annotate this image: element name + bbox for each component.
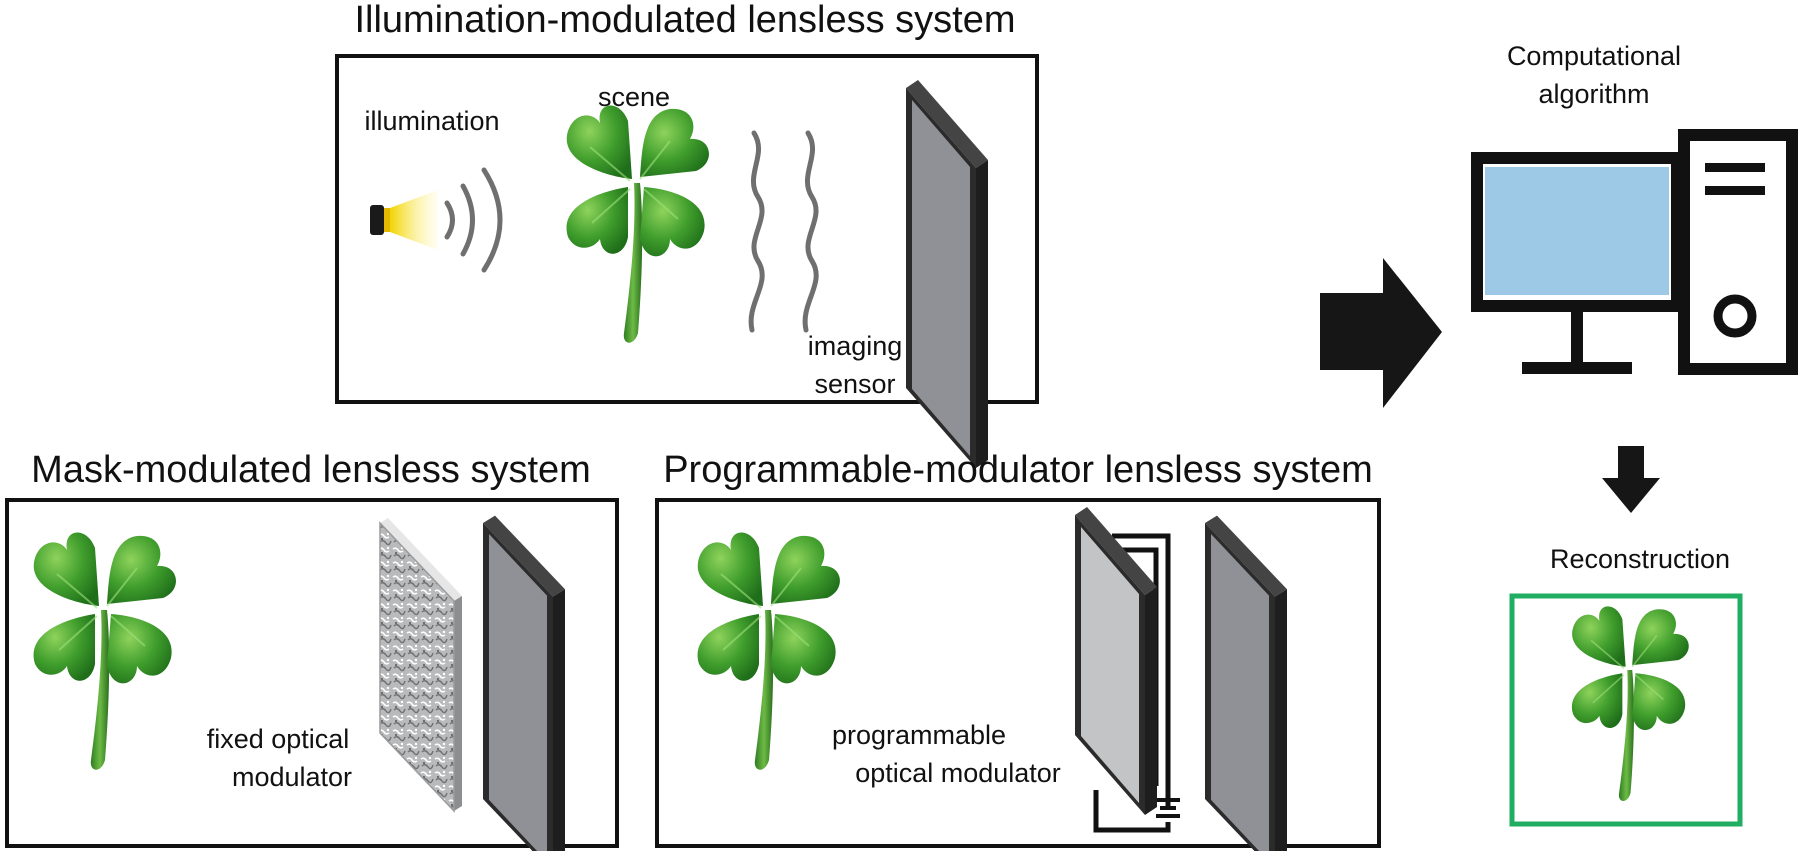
mask-system-panel: Mask-modulated lensless system fixed opt… [5, 449, 619, 851]
block-arrow-icon [1320, 258, 1442, 408]
flashlight-icon [370, 190, 438, 250]
programmable-modulator-label-2: optical modulator [855, 758, 1061, 788]
illumination-system-title: Illumination-modulated lensless system [354, 0, 1015, 41]
four-leaf-clover-icon [565, 104, 710, 344]
fixed-modulator-label-2: modulator [232, 762, 352, 792]
imaging-sensor-icon [483, 515, 565, 851]
computational-algorithm-label-2: algorithm [1538, 79, 1649, 109]
imaging-sensor-icon [1205, 515, 1287, 851]
imaging-sensor-label-1: imaging [808, 331, 903, 361]
programmable-optical-modulator-icon [1075, 507, 1157, 815]
computational-algorithm-label-1: Computational [1507, 41, 1681, 71]
mask-system-title: Mask-modulated lensless system [31, 449, 591, 491]
four-leaf-clover-icon [32, 531, 177, 771]
programmable-system-frame [655, 498, 1381, 848]
desktop-computer-icon [1471, 129, 1798, 375]
four-leaf-clover-icon [696, 531, 841, 771]
reconstruction-label: Reconstruction [1550, 544, 1730, 574]
illumination-system-panel: Illumination-modulated lensless system i… [335, 0, 1039, 468]
imaging-sensor-label-2: sensor [814, 369, 895, 399]
light-wave-arcs [444, 167, 503, 273]
reconstructed-clover-icon [1571, 605, 1690, 802]
programmable-modulator-label-1: programmable [832, 720, 1006, 750]
fixed-modulator-label-1: fixed optical [207, 724, 350, 754]
programmable-system-title: Programmable-modulator lensless system [663, 449, 1373, 491]
fixed-optical-modulator-icon [379, 518, 462, 813]
reconstruction-block: Reconstruction [1509, 544, 1743, 827]
computational-algorithm-block: Computational algorithm [1471, 41, 1798, 375]
programmable-system-panel: Programmable-modulator lensless system p… [655, 449, 1381, 851]
imaging-sensor-icon [906, 80, 988, 468]
wavefront-lines [748, 130, 819, 333]
reconstruction-frame [1509, 593, 1743, 827]
down-arrow-icon [1602, 446, 1660, 513]
mask-system-frame [5, 498, 619, 848]
illumination-label: illumination [364, 106, 499, 136]
illumination-system-frame [335, 54, 1039, 404]
